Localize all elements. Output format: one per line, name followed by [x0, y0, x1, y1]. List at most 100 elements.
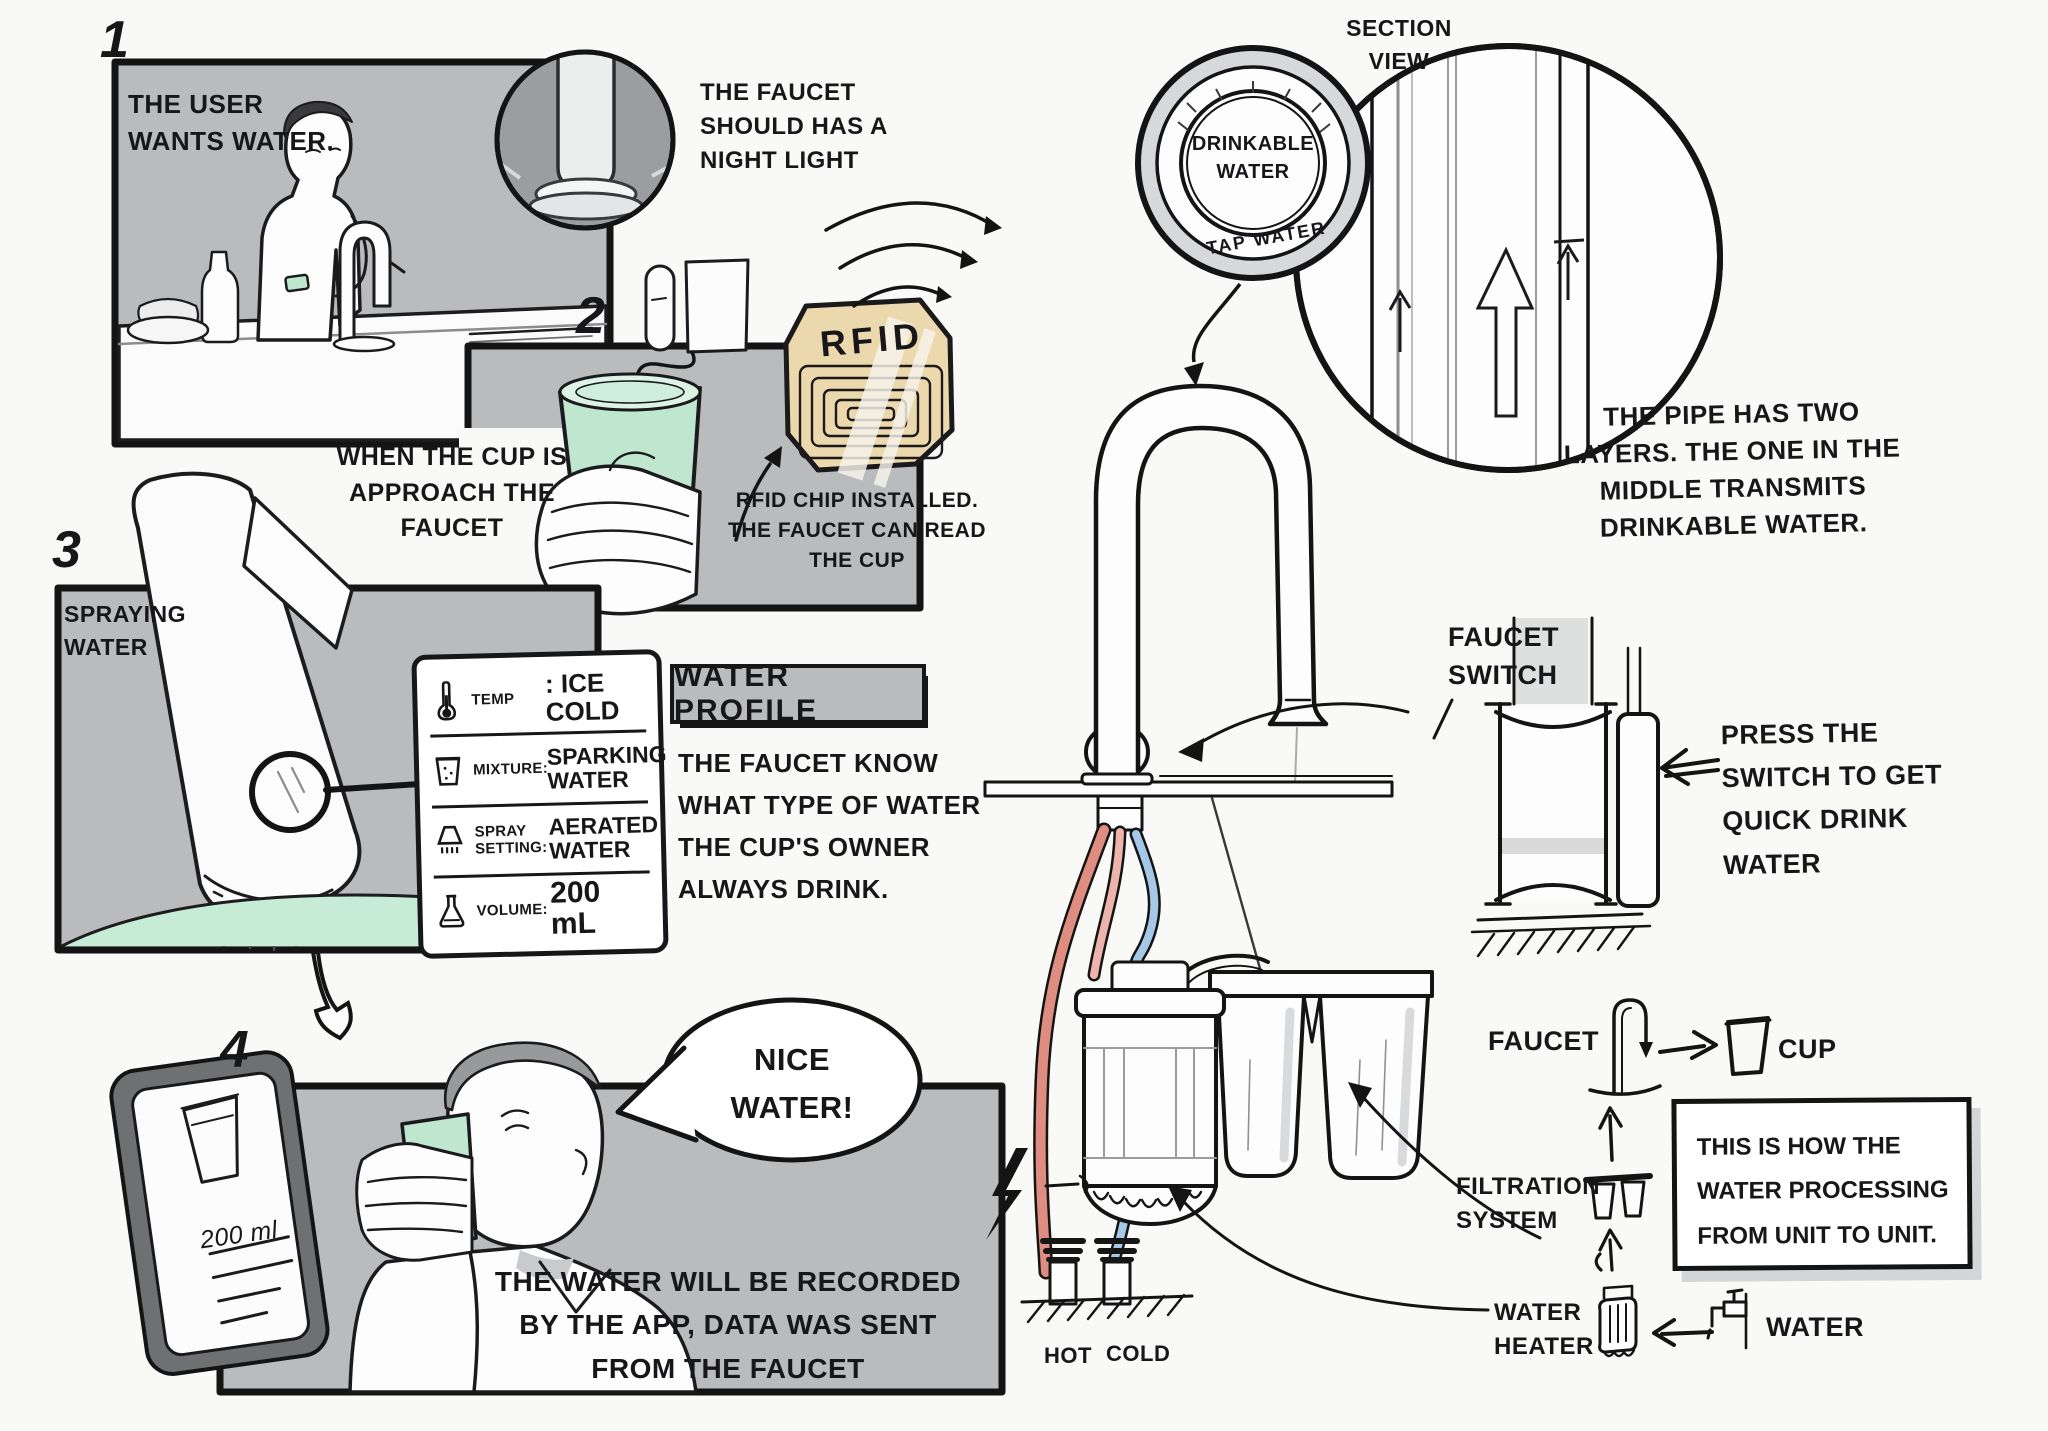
speech-bubble-text: NICE WATER!	[730, 1042, 854, 1126]
supply-stubs	[1020, 1238, 1194, 1324]
arrow-right-icon	[1658, 1030, 1718, 1060]
profile-value: AERATED WATER	[548, 811, 659, 864]
thermometer-icon	[429, 680, 464, 721]
green-cup-with-hand	[534, 372, 702, 616]
flow-arrow-large	[1475, 246, 1535, 418]
profile-label: MIXTURE:	[472, 760, 549, 779]
press-arrow-icon	[1660, 748, 1720, 786]
water-heater-icon	[1598, 1284, 1638, 1358]
wall-sensor	[644, 264, 676, 352]
flow-legend-icons	[1583, 998, 1772, 1358]
panel-2-number: 2	[576, 287, 605, 345]
heater-leader-arrow	[1180, 1198, 1490, 1312]
profile-label: SPRAY SETTING:	[474, 822, 548, 858]
night-light-caption: THE FAUCET SHOULD HAS A NIGHT LIGHT	[700, 79, 887, 175]
hot-tube	[1035, 825, 1109, 1277]
arrow-left-icon	[1652, 1318, 1714, 1347]
panel-2-caption: WHEN THE CUP IS APPROACH THE FAUCET	[336, 443, 568, 542]
switch-leader-arrow	[1196, 702, 1410, 746]
legend-water-label: WATER	[1766, 1312, 1864, 1342]
faucet-icon	[1588, 998, 1662, 1096]
panel-3-scene	[54, 471, 602, 954]
filter-cartridges	[1174, 953, 1434, 1180]
mixture-icon	[431, 755, 466, 788]
spray-icon	[432, 825, 467, 858]
cold-tube	[1130, 830, 1159, 979]
arrow-up-icon	[1598, 1106, 1623, 1162]
panel3-to-panel4-arrow	[310, 950, 353, 1041]
profile-value: : ICE COLD	[544, 667, 620, 727]
cup-in-hand	[284, 273, 310, 293]
water-profile-card: TEMP : ICE COLD MIXTURE: SPARKING WATER …	[411, 648, 669, 960]
profile-value: 200 mL	[549, 875, 601, 942]
hand	[534, 464, 702, 616]
water-profile-title: WATER PROFILE	[670, 660, 926, 727]
drinking-user	[348, 1041, 698, 1394]
speech-bubble	[615, 997, 923, 1163]
profile-row-mixture: MIXTURE: SPARKING WATER	[430, 732, 667, 809]
panel-1-number: 1	[100, 11, 129, 69]
faucet-assembly	[983, 383, 1542, 1324]
faucet-switch-label: FAUCET SWITCH	[1448, 622, 1559, 691]
panel-1-caption: THE USER WANTS WATER.	[128, 89, 335, 156]
profile-row-spray: SPRAY SETTING: AERATED WATER	[432, 802, 658, 879]
app-cup-sketch	[182, 1095, 239, 1184]
rfid-chip-label: RFID	[818, 314, 926, 365]
panel-4-number: 4	[220, 1021, 249, 1079]
volume-icon	[434, 894, 469, 929]
panel-4-scene	[109, 997, 1006, 1396]
kitchen-faucet	[338, 220, 392, 344]
profile-label: VOLUME:	[476, 900, 549, 920]
pipe-layers-caption: THE PIPE HAS TWO LAYERS. THE ONE IN THE …	[1563, 396, 1901, 543]
section-view-label: SECTION VIEW	[1346, 15, 1452, 74]
bottle	[200, 250, 240, 344]
magnifier-icon	[249, 751, 331, 833]
profile-row-volume: VOLUME: 200 mL	[434, 873, 652, 946]
hot-label: HOT	[1044, 1343, 1092, 1368]
switch-button	[1616, 712, 1660, 908]
profile-value: SPARKING WATER	[546, 740, 667, 794]
app-text-lines	[208, 1235, 294, 1325]
panel-4-caption: THE WATER WILL BE RECORDED BY THE APP, D…	[494, 1266, 962, 1384]
filtration-icon	[1583, 1173, 1653, 1220]
section-leader-arrow	[1191, 282, 1242, 363]
profile-label: TEMP	[471, 690, 515, 709]
legend-cup-label: CUP	[1778, 1034, 1837, 1064]
counter-top	[983, 780, 1394, 798]
faucet-spout-glow	[556, 52, 616, 189]
panel-3-number: 3	[52, 521, 81, 579]
legend-faucet-label: FAUCET	[1488, 1026, 1599, 1056]
switch-contact-strip	[1610, 720, 1620, 900]
flow-note-box: THIS IS HOW THE WATER PROCESSING FROM UN…	[1671, 1096, 1973, 1272]
press-switch-caption: PRESS THE SWITCH TO GET QUICK DRINK WATE…	[1720, 717, 1943, 880]
profile-row-temp: TEMP : ICE COLD	[428, 662, 647, 738]
filtration-leader-arrow	[1360, 1094, 1542, 1240]
signal-waves-icon	[824, 201, 996, 308]
night-light-inset	[494, 49, 676, 231]
panel-2-scene	[459, 258, 924, 616]
flow-arrow-left	[1388, 289, 1412, 352]
panel-3-caption: SPRAYING WATER	[64, 601, 187, 660]
phone	[109, 1050, 330, 1376]
supply-tubes	[1033, 822, 1161, 1292]
chip-highlight	[837, 316, 936, 488]
rfid-caption: RFID CHIP INSTALLED. THE FAUCET CAN READ…	[728, 489, 987, 572]
pipe-section-view	[1135, 45, 1371, 386]
switch-detail	[1470, 616, 1720, 958]
arrow-up-icon	[1594, 1228, 1623, 1272]
legend-filtration-label: FILTRATION SYSTEM	[1456, 1173, 1601, 1235]
gooseneck-faucet	[1093, 383, 1329, 787]
legend-heater-label: WATER HEATER	[1494, 1299, 1594, 1361]
cup-icon	[1724, 1016, 1772, 1076]
tap-water-icon	[1706, 1288, 1762, 1350]
power-bolt-icon	[986, 1148, 1028, 1240]
drinkable-water-label: DRINKABLE WATER	[1191, 133, 1315, 184]
filter-canister	[1074, 960, 1226, 1226]
cold-label: COLD	[1106, 1341, 1171, 1366]
cup-to-rfid-arrow	[734, 462, 772, 542]
water-profile-caption: THE FAUCET KNOW WHAT TYPE OF WATER THE C…	[678, 748, 981, 905]
rfid-chip	[734, 201, 1002, 542]
faucet-sensor-body	[684, 258, 750, 354]
